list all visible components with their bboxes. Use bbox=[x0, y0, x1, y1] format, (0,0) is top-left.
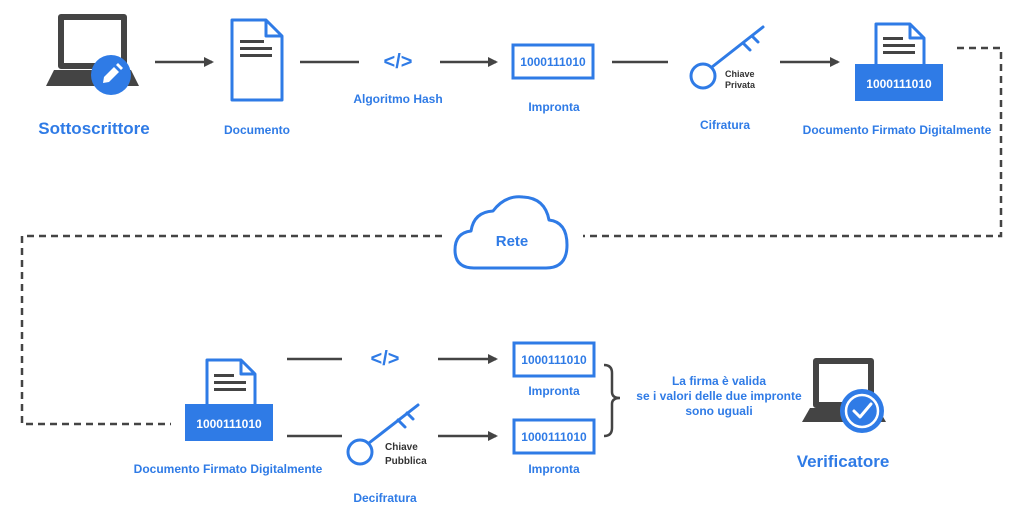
fingerprint-label: Impronta bbox=[528, 462, 580, 476]
result-line: sono uguali bbox=[685, 404, 753, 418]
fingerprint-value: 1000111010 bbox=[520, 55, 586, 69]
signed-value: 1000111010 bbox=[196, 417, 262, 431]
brace bbox=[603, 363, 621, 438]
key-icon bbox=[346, 403, 420, 466]
fingerprint-value: 1000111010 bbox=[521, 353, 587, 367]
signed-document-icon: 1000111010 bbox=[185, 358, 273, 441]
network-label: Rete bbox=[495, 233, 529, 250]
encryption-label: Cifratura bbox=[699, 118, 751, 132]
code-icon: </> bbox=[371, 348, 400, 370]
dashed-line-right bbox=[583, 46, 1003, 238]
verifier-label: Verificatore bbox=[796, 452, 890, 471]
signed-document-label: Documento Firmato Digitalmente bbox=[802, 123, 992, 137]
decryption-label: Decifratura bbox=[353, 491, 417, 505]
signed-document-icon: 1000111010 bbox=[855, 22, 943, 101]
result-line: La firma è valida bbox=[671, 374, 767, 388]
document-label: Documento bbox=[224, 123, 290, 137]
public-key-label: Chiave Pubblica bbox=[385, 441, 427, 469]
cloud-icon bbox=[453, 195, 569, 270]
bottom-arrows bbox=[287, 354, 498, 441]
key-label-line: Privata bbox=[725, 80, 756, 90]
fingerprint-box: 1000111010 bbox=[512, 418, 596, 455]
result-line: se i valori delle due impronte bbox=[636, 389, 802, 403]
fingerprint-box: 1000111010 bbox=[511, 43, 595, 80]
signer-label: Sottoscrittore bbox=[38, 119, 150, 138]
fingerprint-label: Impronta bbox=[528, 100, 580, 114]
key-icon bbox=[689, 25, 765, 90]
network-path bbox=[20, 46, 1003, 426]
fingerprint-value: 1000111010 bbox=[521, 430, 587, 444]
key-label-line: Pubblica bbox=[385, 456, 427, 467]
signed-value: 1000111010 bbox=[866, 77, 932, 91]
dashed-line-left bbox=[20, 234, 442, 426]
laptop-pen-icon bbox=[46, 14, 139, 95]
private-key-label: Chiave Privata bbox=[725, 69, 755, 91]
document-icon bbox=[230, 18, 284, 102]
laptop-check-icon bbox=[802, 358, 886, 433]
fingerprint-label: Impronta bbox=[528, 384, 580, 398]
hash-label: Algoritmo Hash bbox=[353, 92, 443, 106]
result-note: La firma è valida se i valori delle due … bbox=[636, 374, 801, 419]
key-label-line: Chiave bbox=[725, 69, 755, 79]
signed-document-label: Documento Firmato Digitalmente bbox=[133, 462, 323, 476]
fingerprint-box: 1000111010 bbox=[512, 341, 596, 378]
code-icon: </> bbox=[384, 51, 413, 73]
key-label-line: Chiave bbox=[385, 442, 418, 453]
